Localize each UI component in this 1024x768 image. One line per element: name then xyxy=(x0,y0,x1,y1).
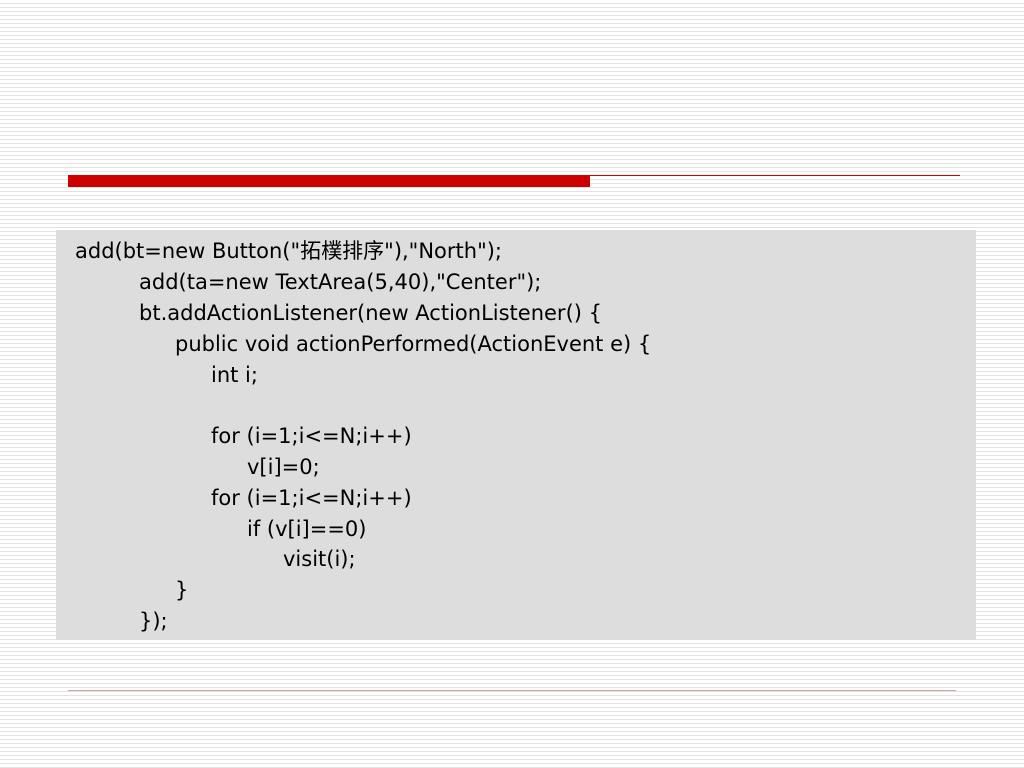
code-block: add(bt=new Button("拓樸排序"),"North"); add(… xyxy=(56,230,976,640)
code-line: add(ta=new TextArea(5,40),"Center"); xyxy=(139,270,542,294)
code-line: int i; xyxy=(211,363,258,387)
code-line: }); xyxy=(139,609,168,633)
code-line: public void actionPerformed(ActionEvent … xyxy=(175,332,652,356)
code-line: v[i]=0; xyxy=(247,455,320,479)
code-line: for (i=1;i<=N;i++) xyxy=(211,424,412,448)
code-line: for (i=1;i<=N;i++) xyxy=(211,486,412,510)
title-accent-bar xyxy=(68,175,590,187)
code-line: if (v[i]==0) xyxy=(247,517,367,541)
code-line: bt.addActionListener(new ActionListener(… xyxy=(139,301,602,325)
code-line: add(bt=new Button("拓樸排序"),"North"); xyxy=(75,239,503,263)
footer-rule xyxy=(68,690,956,691)
code-line: } xyxy=(175,578,189,602)
title-accent-rule xyxy=(590,175,960,176)
code-line: visit(i); xyxy=(283,547,356,571)
